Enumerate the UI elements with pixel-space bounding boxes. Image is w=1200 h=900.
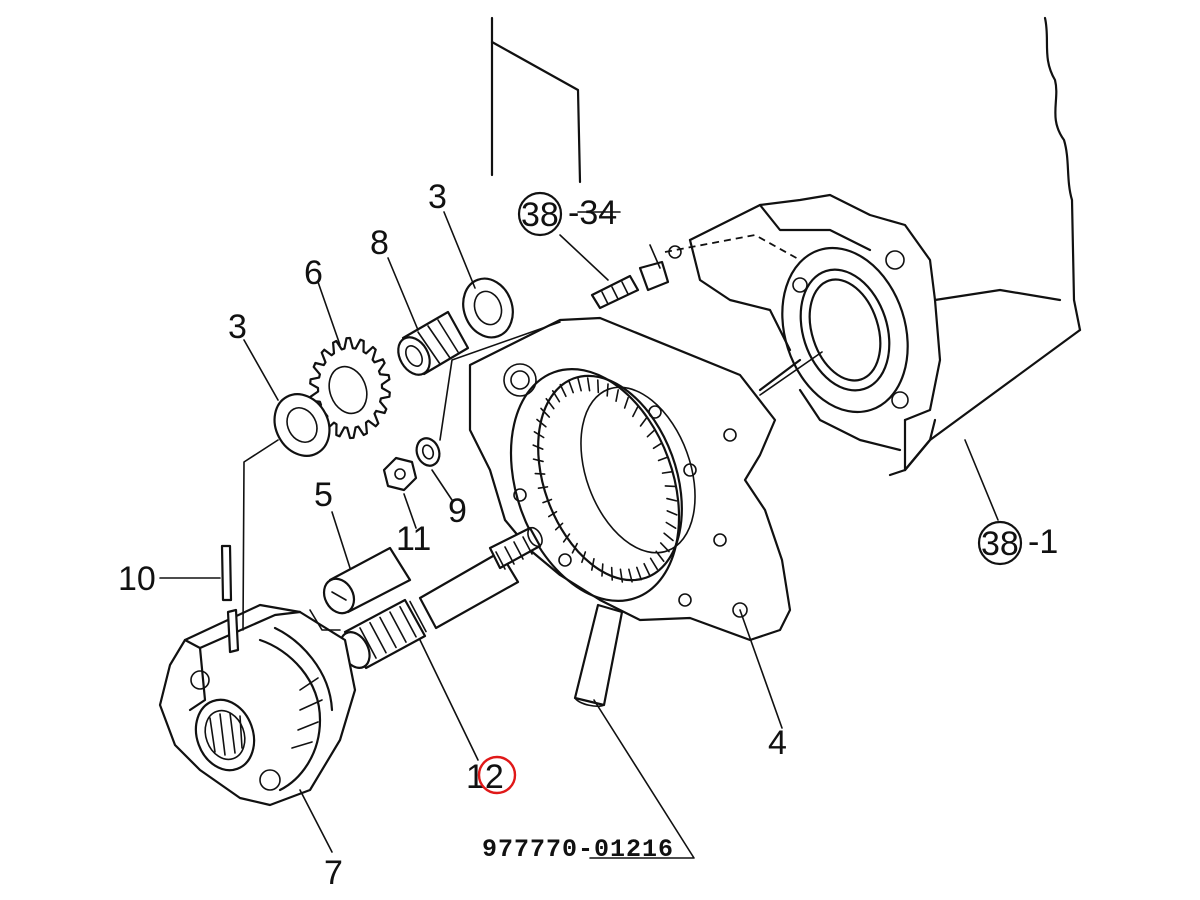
ring-gear-tooth: [639, 417, 648, 427]
plug-part-38-34: [590, 244, 682, 310]
callout-labels: 3 8 6 3 5 10 11 9 12 7 4 38 -34 38 -1 97…: [118, 178, 1058, 892]
ring-gear-tooth: [577, 377, 582, 392]
ring-gear-tooth: [586, 377, 591, 392]
shaft-spline: [379, 616, 397, 649]
ring-gear-tooth: [659, 542, 670, 553]
ring-gear-tooth: [551, 389, 561, 403]
shaft-spline: [389, 611, 407, 643]
needle-bearing: [397, 310, 470, 376]
ring-gear-tooth: [615, 389, 620, 402]
ring-gear-tooth: [596, 379, 600, 394]
ring-gear-tooth: [619, 568, 624, 583]
shaft-spline: [359, 627, 377, 659]
callout-38-34-suffix: -34: [568, 194, 617, 232]
idler-shaft: [322, 546, 412, 615]
ring-gear-tooth: [567, 379, 574, 394]
idler-gear: [309, 336, 391, 440]
shaft-spline: [399, 605, 417, 638]
callout-11: 11: [396, 520, 431, 558]
ring-gear-tooth: [581, 551, 587, 564]
roll-pin: [220, 544, 233, 602]
callout-38-34-number: 38: [521, 196, 559, 234]
callout-10: 10: [118, 560, 156, 598]
input-shaft-part-12: [339, 526, 543, 670]
ring-gear-tooth: [571, 542, 578, 554]
shaft-spline: [409, 600, 427, 633]
ring-gear-tooth: [623, 396, 629, 409]
ring-gear-tooth: [643, 562, 651, 577]
ring-gear-tooth: [657, 456, 668, 462]
ring-gear-tooth: [532, 458, 544, 463]
ring-gear-tooth: [666, 510, 678, 516]
callout-38-1-number: 38: [981, 525, 1019, 563]
callout-3-lower: 3: [228, 308, 247, 346]
callout-4: 4: [768, 724, 787, 762]
ring-gear-tooth: [533, 431, 545, 439]
ring-gear-tooth: [542, 498, 553, 504]
callout-38-1-suffix: -1: [1028, 523, 1058, 561]
callout-ring-38-1: [977, 520, 1023, 566]
ring-gear-tooth: [540, 407, 551, 418]
ring-gear-teeth: [532, 377, 678, 583]
ring-gear-tooth: [610, 566, 614, 581]
callout-ring-38-34: [517, 191, 563, 237]
ring-gear-tooth: [537, 486, 549, 489]
thrust-washer-lower: [273, 393, 331, 457]
ring-gear-tooth: [545, 397, 555, 410]
callout-6: 6: [304, 254, 323, 292]
shaft-splines: [359, 536, 533, 659]
ring-gear-tooth: [649, 557, 659, 571]
ring-gear-tooth: [601, 563, 604, 577]
ring-gear-tooth: [661, 471, 673, 474]
ring-gear-tooth: [590, 558, 595, 571]
ring-gear-tooth: [652, 442, 663, 450]
ring-gear-tooth: [536, 418, 547, 428]
ring-gear-tooth: [554, 522, 564, 531]
ring-gear-tooth: [606, 383, 609, 397]
shaft-spline: [495, 551, 506, 570]
callout-9: 9: [448, 492, 467, 530]
callout-3-upper: 3: [428, 178, 447, 216]
ring-gear-tooth: [655, 550, 665, 563]
callout-8: 8: [370, 224, 389, 262]
highlight-circle: [477, 755, 517, 795]
callout-7: 7: [324, 854, 343, 892]
part-number-label: 977770-01216: [482, 835, 674, 864]
housing-part-4: [468, 316, 802, 642]
nut-part-11: [382, 456, 418, 492]
shaft-spline: [369, 621, 387, 654]
shaft-spline: [513, 541, 524, 560]
ring-gear-tooth: [666, 497, 678, 502]
thrust-washer-upper: [462, 277, 514, 339]
callout-5: 5: [314, 476, 333, 514]
transmission-housing: [490, 16, 1082, 521]
leader-lines: [159, 211, 823, 859]
ring-gear-tooth: [663, 532, 674, 542]
ring-gear-tooth: [547, 510, 558, 518]
washer-part-9: [415, 437, 441, 467]
ring-gear-tooth: [646, 429, 656, 438]
shaft-spline: [504, 546, 515, 565]
ring-gear-tooth: [636, 566, 643, 581]
dowel-pin: [573, 603, 624, 707]
ring-gear-tooth: [628, 568, 633, 583]
ring-gear-tooth: [632, 406, 639, 418]
shaft-spline: [522, 536, 533, 555]
pump-body: [158, 603, 357, 807]
callout-12: 12: [466, 758, 504, 796]
ring-gear-tooth: [665, 521, 677, 529]
ring-gear-tooth: [532, 444, 544, 450]
ring-gear-tooth: [562, 533, 571, 543]
ring-gear-tooth: [559, 383, 567, 398]
